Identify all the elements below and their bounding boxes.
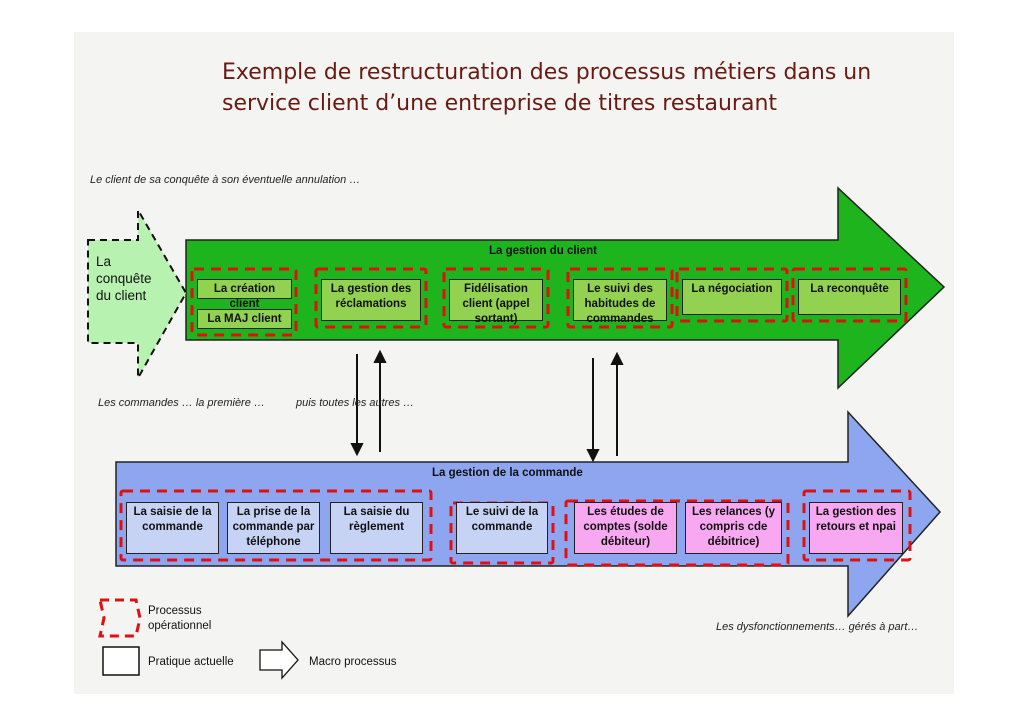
conquest-label: La conquête du client [96, 253, 152, 304]
page-title: Exemple de restructuration des processus… [222, 57, 942, 119]
order-arrow-label: La gestion de la commande [432, 467, 583, 479]
slide-background [74, 32, 954, 694]
process-saisie-commande: La saisie de la commande [126, 502, 219, 554]
legend-current-label: Pratique actuelle [148, 656, 234, 668]
process-fidelisation: Fidélisation client (appel sortant) [449, 279, 543, 325]
client-arrow-label: La gestion du client [489, 245, 597, 257]
conquest-line-2: conquête [96, 271, 152, 286]
process-suivi-commande: Le suivi de la commande [456, 502, 548, 554]
process-creation-client: La création client [197, 279, 292, 310]
operational-groups [119, 267, 912, 567]
legend-operational-label: Processus opérationnel [148, 605, 212, 632]
title-line-2: service client d’une entreprise de titre… [222, 91, 778, 116]
process-gestion-reclamations: La gestion des réclamations [321, 279, 421, 321]
conquest-line-1: La [96, 254, 112, 269]
orders-first-note: Les commandes … la première … [98, 397, 265, 409]
conquest-arrow [87, 206, 188, 382]
process-maj-client: La MAJ client [197, 309, 292, 329]
process-prise-commande-telephone: La prise de la commande par téléphone [227, 502, 320, 554]
client-macro-arrow [185, 186, 946, 390]
title-line-1: Exemple de restructuration des processus… [222, 60, 872, 85]
orders-others-note: puis toutes les autres … [296, 397, 415, 409]
process-reconquete: La reconquête [798, 279, 901, 315]
conquest-line-3: du client [96, 288, 147, 303]
process-suivi-habitudes: Le suivi des habitudes de commandes [573, 279, 667, 325]
process-relances: Les relances (y compris cde débitrice) [685, 502, 782, 554]
process-negociation: La négociation [682, 279, 782, 315]
dysfunction-note: Les dysfonctionnements… gérés à part… [716, 621, 919, 633]
process-gestion-retours: La gestion des retours et npai [809, 502, 903, 554]
subtitle: Le client de sa conquête à son éventuell… [90, 174, 361, 186]
legend-graphics [98, 598, 299, 680]
legend-macro-label: Macro processus [309, 656, 397, 668]
process-etudes-comptes: Les études de comptes (solde débiteur) [574, 502, 677, 554]
link-arrows [350, 349, 624, 463]
process-saisie-reglement: La saisie du règlement [330, 502, 423, 554]
